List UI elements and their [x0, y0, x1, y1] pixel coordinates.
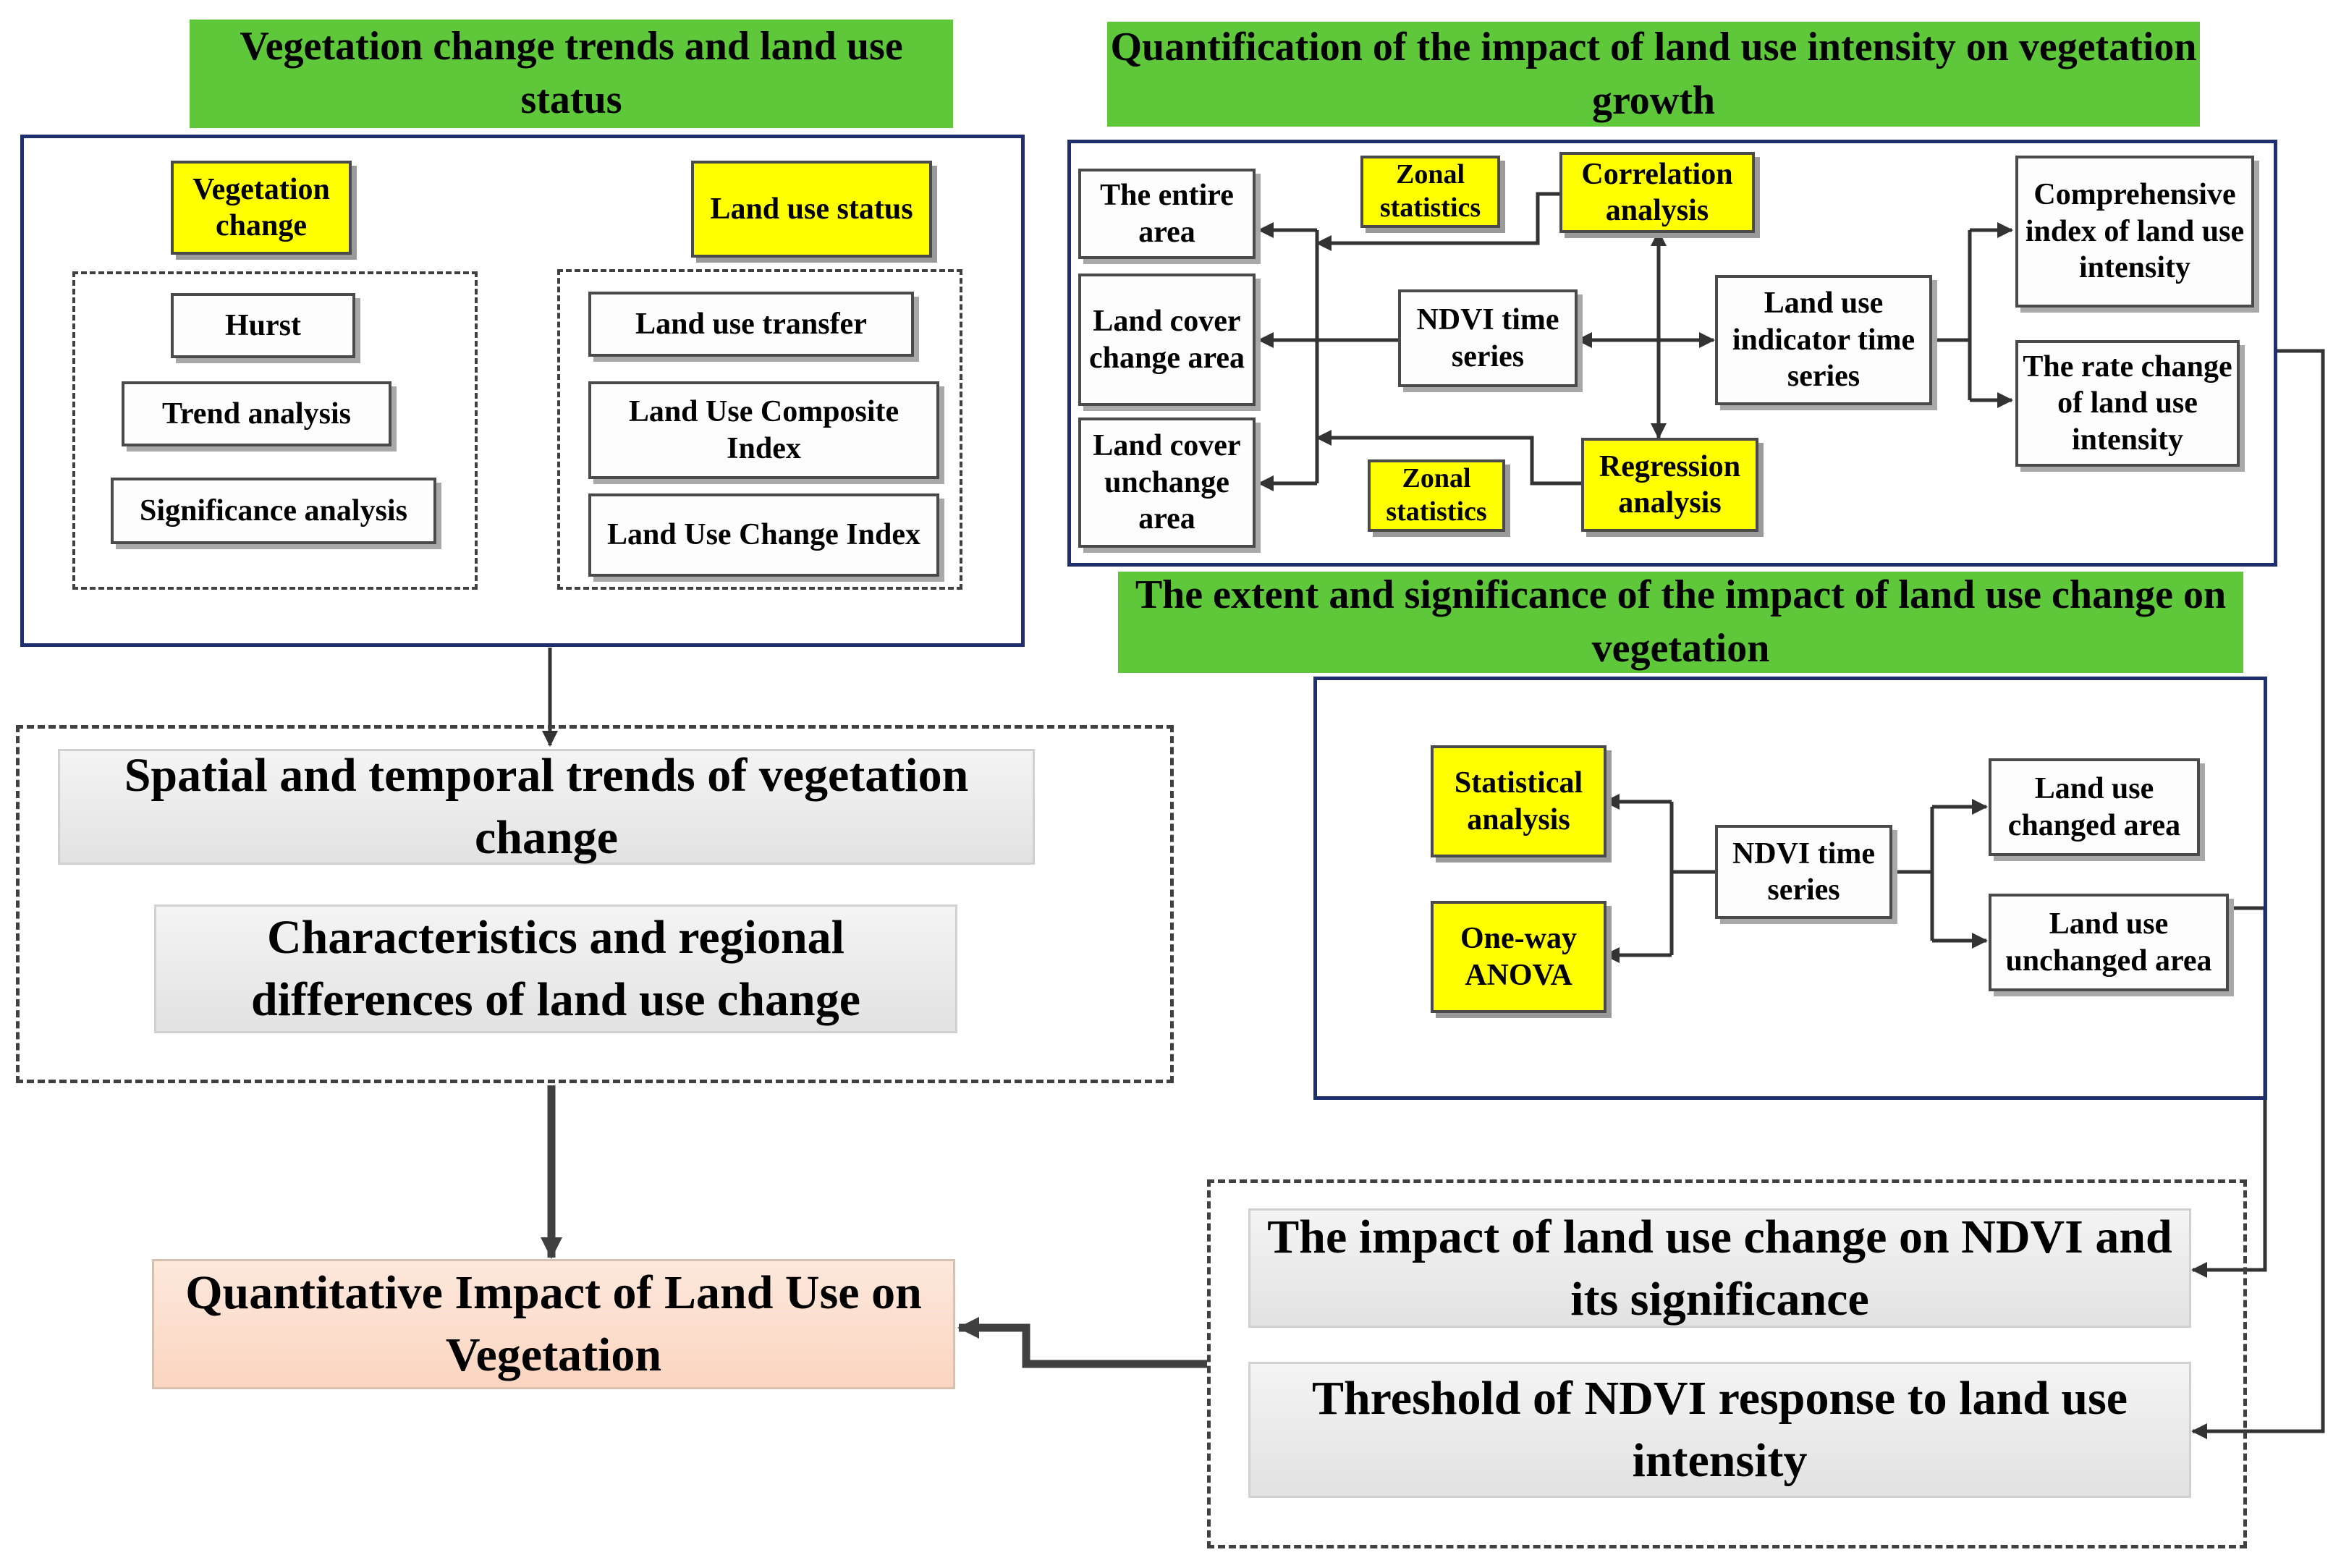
land-use-unchanged-area-box: Land use unchanged area	[1989, 894, 2229, 991]
hurst-box: Hurst	[171, 293, 355, 358]
intensity-frame	[1067, 140, 2277, 567]
significance-analysis-box: Significance analysis	[111, 478, 436, 544]
land-use-changed-area-box: Land use changed area	[1989, 758, 2200, 856]
section-title-significance: The extent and significance of the impac…	[1118, 572, 2243, 673]
correlation-analysis-box: Correlation analysis	[1559, 152, 1755, 233]
zonal-statistics-bottom-box: Zonal statistics	[1368, 459, 1505, 532]
land-use-composite-index-box: Land Use Composite Index	[588, 381, 939, 479]
trend-analysis-box: Trend analysis	[122, 381, 391, 446]
right-results-group	[1207, 1179, 2247, 1548]
rate-change-intensity-box: The rate change of land use intensity	[2015, 340, 2240, 467]
zonal-statistics-top-box: Zonal statistics	[1360, 156, 1500, 228]
regression-analysis-box: Regression analysis	[1581, 438, 1758, 532]
land-use-transfer-box: Land use transfer	[588, 292, 914, 357]
entire-area-box: The entire area	[1078, 169, 1256, 259]
vegetation-methods-group	[72, 271, 478, 590]
land-cover-change-area-box: Land cover change area	[1078, 274, 1256, 406]
vegetation-change-box: Vegetation change	[171, 161, 352, 255]
vegetation-land-use-frame	[20, 135, 1025, 647]
land-use-change-index-box: Land Use Change Index	[588, 493, 939, 577]
comprehensive-index-box: Comprehensive index of land use intensit…	[2015, 156, 2254, 308]
impact-ndvi-significance-box: The impact of land use change on NDVI an…	[1248, 1208, 2191, 1328]
quantitative-impact-box: Quantitative Impact of Land Use on Veget…	[152, 1259, 955, 1389]
spatial-temporal-trends-box: Spatial and temporal trends of vegetatio…	[58, 749, 1035, 865]
section-title-vegetation-trends: Vegetation change trends and land use st…	[190, 20, 953, 128]
land-use-methods-group	[557, 269, 962, 590]
land-use-indicator-box: Land use indicator time series	[1715, 275, 1932, 405]
left-results-group	[16, 725, 1174, 1083]
one-way-anova-box: One-way ANOVA	[1431, 901, 1606, 1013]
land-cover-unchange-area-box: Land cover unchange area	[1078, 418, 1256, 548]
significance-frame	[1313, 677, 2267, 1100]
section-title-intensity: Quantification of the impact of land use…	[1107, 22, 2200, 127]
land-use-characteristics-box: Characteristics and regional differences…	[154, 904, 957, 1033]
statistical-analysis-box: Statistical analysis	[1431, 745, 1606, 857]
ndvi-threshold-box: Threshold of NDVI response to land use i…	[1248, 1362, 2191, 1498]
significance-ndvi-time-series-box: NDVI time series	[1715, 825, 1892, 919]
ndvi-time-series-box: NDVI time series	[1398, 289, 1578, 387]
land-use-status-box: Land use status	[691, 161, 932, 258]
